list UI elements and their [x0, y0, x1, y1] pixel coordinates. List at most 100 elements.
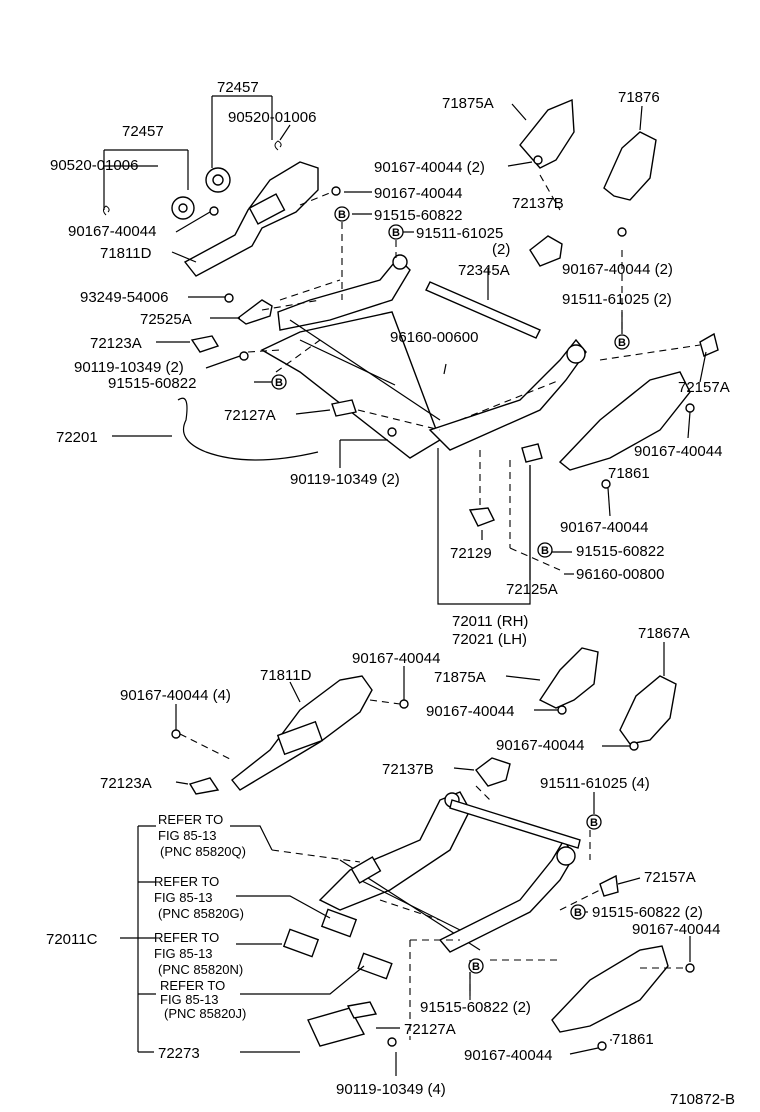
- label-72457-top: 72457: [217, 79, 259, 96]
- label-72157A-upper: 72157A: [678, 379, 730, 396]
- label-72457-left: 72457: [122, 123, 164, 140]
- rail-lower-2: [359, 879, 471, 936]
- cover-switch-lower: [276, 720, 324, 756]
- part-72125A: [521, 443, 543, 463]
- label-91515-b: 91515-60822: [108, 375, 196, 392]
- cover-71861-upper: [558, 371, 691, 471]
- clip-90520-top: [274, 140, 282, 151]
- label-90167-b: 90167-40044: [374, 185, 462, 202]
- label-91515-c: 91515-60822: [576, 543, 664, 560]
- seat-frame-right-lower: [438, 838, 575, 953]
- knob-72457-left: [171, 196, 195, 220]
- label-71875A-lower: 71875A: [434, 669, 486, 686]
- b-mark-7: B: [570, 904, 586, 920]
- cover-71875A-upper: [519, 98, 575, 169]
- motor-85820G: [320, 908, 358, 938]
- label-91511-a: 91511-61025: [416, 225, 503, 242]
- wire-72201: [177, 397, 319, 461]
- svg-text:B: B: [275, 377, 283, 389]
- bracket-72457-top: [211, 95, 273, 168]
- screw-90167-c: [533, 155, 543, 165]
- label-90520-top: 90520-01006: [228, 109, 316, 126]
- b-mark-8: B: [468, 958, 484, 974]
- label-90167-l: 90167-40044: [464, 1047, 552, 1064]
- label-72137B-lower: 72137B: [382, 761, 434, 778]
- bracket-72123A-lower: [188, 777, 220, 795]
- label-91511-b: 91511-61025 (2): [562, 291, 672, 308]
- label-72201: 72201: [56, 429, 98, 446]
- svg-text:FIG 85-13: FIG 85-13: [160, 992, 219, 1007]
- svg-text:B: B: [541, 545, 549, 557]
- b-mark-2: B: [388, 224, 404, 240]
- label-90167-h: 90167-40044 (4): [120, 687, 231, 704]
- svg-text:B: B: [618, 337, 626, 349]
- motor-85820Q: [350, 856, 382, 884]
- screw-90167-b: [331, 186, 341, 196]
- svg-text:B: B: [472, 961, 480, 973]
- label-91515-e: 91515-60822 (2): [420, 999, 531, 1016]
- bracket-72457-left: [103, 149, 189, 210]
- seat-frame-right-upper: [428, 338, 587, 451]
- bracket-72157A-lower: [599, 874, 619, 897]
- label-90167-c: 90167-40044 (2): [374, 159, 485, 176]
- label-72273: 72273: [158, 1045, 200, 1062]
- pivot-left-upper: [392, 254, 408, 270]
- bolt-93249: [224, 293, 234, 303]
- cover-71867A: [619, 675, 677, 745]
- b-mark-5: B: [537, 542, 553, 558]
- screw-90167-i-lower: [557, 705, 567, 715]
- label-96160-b: 96160-00800: [576, 566, 664, 583]
- label-90119-c: 90119-10349 (4): [336, 1081, 446, 1098]
- pivot-right-upper: [566, 344, 586, 364]
- label-72123A-lower: 72123A: [100, 775, 152, 792]
- label-72525A: 72525A: [140, 311, 192, 328]
- bolt-90119-a: [239, 351, 249, 361]
- svg-text:(PNC 85820N): (PNC 85820N): [158, 962, 243, 977]
- label-71811D-lower: 71811D: [260, 667, 312, 684]
- b-mark-3: B: [271, 374, 287, 390]
- label-71861-upper: 71861: [608, 465, 650, 482]
- label-91515-a: 91515-60822: [374, 207, 462, 224]
- label-72127A-upper: 72127A: [224, 407, 276, 424]
- clip-90520-left: [103, 205, 110, 216]
- label-71861-lower: 71861: [612, 1031, 654, 1048]
- refer-block-4: REFER TO FIG 85-13 (PNC 85820J): [160, 978, 246, 1021]
- label-72157A-lower: 72157A: [644, 869, 696, 886]
- screw-90167-g: [617, 227, 627, 237]
- label-72011C: 72011C: [46, 931, 98, 948]
- screw-90167-g-lower: [399, 699, 409, 709]
- screw-90167-l-lower: [597, 1041, 607, 1051]
- pivot-right-lower: [556, 846, 576, 866]
- rail-1: [289, 319, 441, 421]
- cover-71875A-lower: [538, 647, 599, 709]
- cover-72137B-upper: [529, 235, 563, 267]
- label-71876: 71876: [618, 89, 660, 106]
- label-72127A-lower: 72127A: [404, 1021, 456, 1038]
- label-90167-e: 90167-40044: [634, 443, 722, 460]
- label-71811D-upper: 71811D: [100, 245, 152, 262]
- svg-text:REFER TO: REFER TO: [158, 812, 223, 827]
- part-72129: [468, 507, 495, 527]
- label-72021-lh: 72021 (LH): [452, 631, 527, 648]
- motor-85820N: [282, 928, 320, 958]
- svg-text:REFER TO: REFER TO: [154, 930, 219, 945]
- svg-text:FIG 85-13: FIG 85-13: [158, 828, 217, 843]
- label-90167-d: 90167-40044 (2): [562, 261, 673, 278]
- label-90167-g: 90167-40044: [352, 650, 440, 667]
- b-mark-4: B: [614, 334, 630, 350]
- svg-text:B: B: [338, 209, 346, 221]
- label-71867A: 71867A: [638, 625, 690, 642]
- cover-71861-lower: [551, 945, 669, 1033]
- side-cover-71811D-upper: [183, 161, 319, 277]
- label-91511-c: 91511-61025 (4): [540, 775, 650, 792]
- svg-text:FIG 85-13: FIG 85-13: [154, 890, 213, 905]
- cover-window: [248, 193, 286, 225]
- label-71875A-upper: 71875A: [442, 95, 494, 112]
- dash-a: [299, 191, 333, 206]
- label-90167-i: 90167-40044: [426, 703, 514, 720]
- label-72345A: 72345A: [458, 262, 510, 279]
- label-91515-d: 91515-60822 (2): [592, 904, 703, 921]
- leaders-lower: [120, 642, 691, 1076]
